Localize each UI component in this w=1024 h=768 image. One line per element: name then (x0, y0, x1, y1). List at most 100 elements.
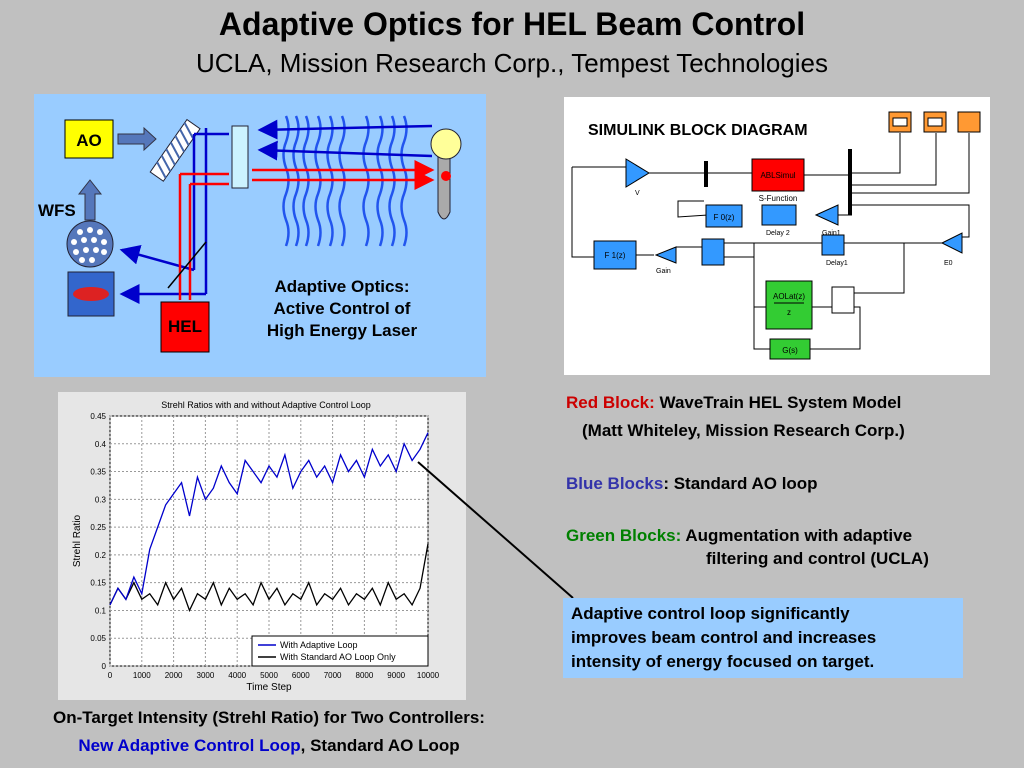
hel-box (160, 301, 210, 353)
y-tick-label: 0.4 (95, 440, 107, 449)
blue-block-value: : Standard AO loop (663, 474, 818, 493)
target-beacon (430, 128, 462, 160)
gain1-block (814, 204, 839, 226)
ao-caption-line-2: Active Control of (274, 299, 411, 318)
y-tick-label: 0 (102, 662, 107, 671)
demux-1 (848, 149, 852, 215)
green-block-value-2: filtering and control (UCLA) (706, 549, 929, 568)
blue-block-key: Blue Blocks (566, 474, 664, 493)
x-tick-label: 5000 (260, 671, 278, 680)
ablsimul-block (751, 158, 805, 192)
caption-standard: Standard AO Loop (310, 736, 460, 755)
sum-block-2 (831, 286, 855, 314)
gs-block (769, 338, 811, 360)
beam-splitter (231, 125, 249, 189)
x-tick-label: 1000 (133, 671, 151, 680)
page-title: Adaptive Optics for HEL Beam Control (218, 6, 806, 42)
gain-label: Gain (656, 268, 671, 275)
simulink-title: SIMULINK BLOCK DIAGRAM (588, 122, 808, 139)
aolat-den-label: z (787, 308, 791, 317)
gain1-label: Gain1 (822, 230, 841, 237)
x-tick-label: 0 (108, 671, 113, 680)
y-tick-label: 0.35 (90, 468, 106, 477)
x-tick-label: 10000 (417, 671, 440, 680)
e0-label: E0 (944, 260, 953, 267)
y-tick-label: 0.2 (95, 551, 107, 560)
x-tick-label: 9000 (387, 671, 405, 680)
ablsimul-label: ABLSimul (760, 171, 795, 180)
y-tick-label: 0.25 (90, 523, 106, 532)
sfunction-label: S-Function (759, 194, 798, 203)
delay1-block (821, 234, 845, 256)
aolat-block (765, 280, 813, 330)
chart-series (109, 432, 429, 613)
fold-mirror (167, 241, 207, 289)
x-tick-label: 3000 (197, 671, 215, 680)
chart-caption-2: New Adaptive Control Loop, Standard AO L… (0, 736, 538, 756)
ao-box (64, 119, 114, 159)
strehl-chart-panel: Strehl Ratios with and without Adaptive … (58, 392, 466, 700)
blue-block-legend: Blue Blocks: Standard AO loop (566, 474, 818, 494)
x-tick-label: 4000 (228, 671, 246, 680)
deformable-mirror (149, 118, 201, 182)
x-tick-label: 8000 (356, 671, 374, 680)
ao-label: AO (76, 131, 102, 150)
gain-v-block (625, 158, 650, 188)
wfs-label: WFS (38, 201, 76, 220)
f1-label: F 1(z) (605, 251, 626, 260)
e0-block (940, 232, 963, 254)
ao-schematic: AO WFS HEL (38, 115, 462, 353)
red-block-sub: (Matt Whiteley, Mission Research Corp.) (582, 421, 905, 440)
y-tick-label: 0.05 (90, 634, 106, 643)
legend-standard: With Standard AO Loop Only (280, 652, 396, 662)
ao-schematic-panel: AO WFS HEL (34, 94, 486, 377)
chart-legend: With Adaptive Loop With Standard AO Loop… (251, 635, 429, 667)
signal-wires (571, 133, 970, 350)
ao-to-mirror-arrow (117, 126, 157, 152)
series-line-adaptive (109, 432, 429, 606)
page-subtitle: UCLA, Mission Research Corp., Tempest Te… (196, 48, 828, 78)
series-line-standard (109, 543, 429, 613)
simulink-diagram: SIMULINK BLOCK DIAGRAM (571, 111, 981, 360)
callout-line-3: intensity of energy focused on target. (571, 652, 875, 671)
legend-box (251, 635, 429, 667)
delay1-label: Delay1 (826, 260, 848, 267)
f1-block (593, 240, 637, 270)
y-tick-label: 0.1 (95, 606, 107, 615)
green-block-legend: Green Blocks: Augmentation with adaptive (566, 526, 912, 546)
chart-title: Strehl Ratios with and without Adaptive … (161, 400, 371, 410)
gain-block (654, 246, 677, 264)
aolat-num-label: AOLat(z) (773, 292, 805, 301)
wfs-to-ao-arrow (77, 179, 103, 221)
green-block-value: Augmentation with adaptive (685, 526, 913, 545)
strehl-chart: Strehl Ratios with and without Adaptive … (72, 400, 440, 693)
gain-v-label: V (635, 190, 640, 197)
simulink-panel: SIMULINK BLOCK DIAGRAM (564, 97, 990, 375)
legend-adaptive: With Adaptive Loop (280, 640, 358, 650)
target-spot (441, 171, 451, 181)
y-axis-label: Strehl Ratio (72, 514, 83, 567)
y-tick-label: 0.15 (90, 579, 106, 588)
laser-beams (178, 160, 435, 300)
camera-spot (73, 287, 109, 301)
f0-label: F 0(z) (714, 213, 735, 222)
sum-block (701, 238, 725, 266)
callout-box: Adaptive control loop significantly impr… (563, 598, 963, 678)
delay2-label: Delay 2 (766, 230, 790, 237)
ao-caption-line-1: Adaptive Optics: (274, 277, 409, 296)
hel-label: HEL (168, 317, 202, 336)
green-block-key: Green Blocks: (566, 526, 682, 545)
y-tick-label: 0.45 (90, 412, 106, 421)
return-beams (119, 119, 433, 304)
caption-adaptive: New Adaptive Control Loop (78, 736, 301, 755)
scope-3 (957, 111, 981, 133)
chart-caption-1: On-Target Intensity (Strehl Ratio) for T… (53, 708, 485, 727)
mux-1 (704, 161, 708, 187)
red-block-legend: Red Block: WaveTrain HEL System Model (566, 393, 901, 413)
x-tick-label: 7000 (324, 671, 342, 680)
red-block-value: WaveTrain HEL System Model (659, 393, 902, 412)
callout-pointer-line (417, 461, 574, 599)
callout-line-2: improves beam control and increases (571, 628, 877, 647)
